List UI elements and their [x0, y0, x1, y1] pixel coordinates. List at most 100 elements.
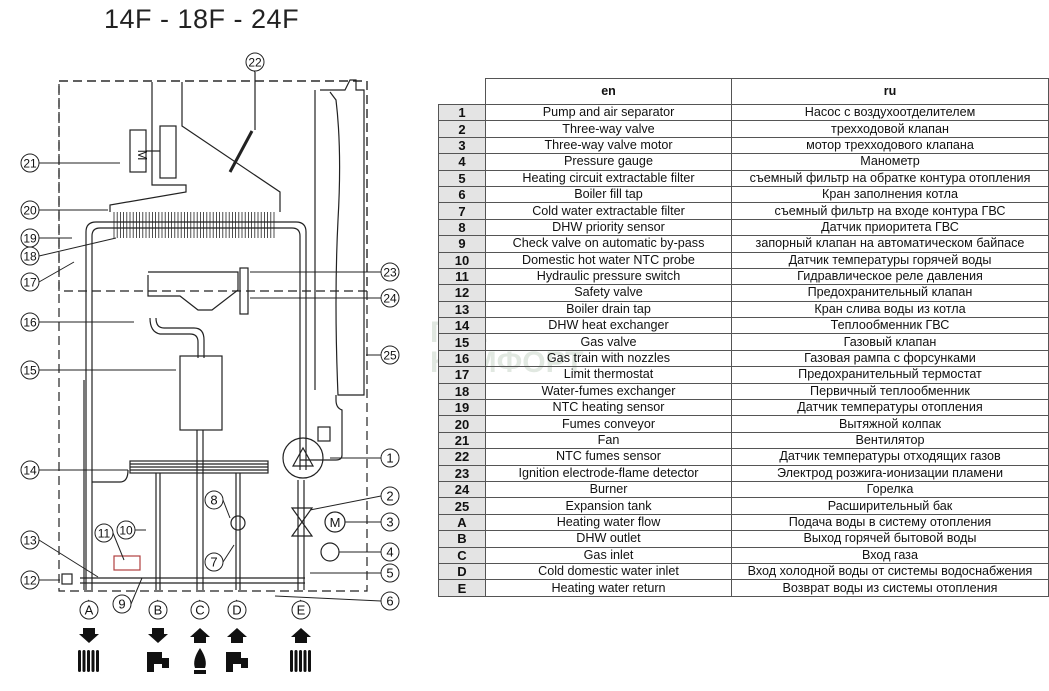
legend-cell-ru: Возврат воды из системы отопления — [731, 579, 1049, 597]
svg-text:4: 4 — [386, 545, 393, 560]
legend-cell-en: Check valve on automatic by-pass — [485, 235, 732, 253]
flow-arrow-icon — [148, 628, 168, 643]
legend-cell-en: Boiler fill tap — [485, 185, 732, 204]
svg-text:E: E — [297, 603, 306, 618]
legend-cell-ru: трехходовой клапан — [731, 120, 1049, 138]
svg-text:D: D — [232, 603, 241, 618]
svg-text:23: 23 — [383, 266, 397, 280]
legend-cell-num: 22 — [438, 448, 486, 466]
svg-text:5: 5 — [386, 566, 393, 581]
callout-20: 20 — [20, 200, 108, 220]
boiler-casing — [58, 80, 368, 292]
three-way-valve — [290, 507, 314, 537]
legend-cell-ru: запорный клапан на автоматическом байпас… — [731, 235, 1049, 253]
legend-cell-en: Heating circuit extractable filter — [485, 169, 732, 187]
legend-cell-num: 15 — [438, 333, 486, 351]
pressure-gauge — [320, 542, 340, 562]
legend-cell-ru: мотор трехходового клапана — [731, 136, 1049, 155]
svg-text:22: 22 — [248, 56, 262, 70]
svg-text:13: 13 — [23, 534, 37, 548]
legend-cell-en: Pressure gauge — [485, 153, 732, 171]
legend-cell-en: DHW heat exchanger — [485, 317, 732, 335]
callout-2: 2 — [309, 486, 400, 511]
callout-4: 4 — [339, 542, 400, 562]
legend-cell-ru: Подача воды в систему отопления — [731, 513, 1049, 532]
legend-cell-num: 3 — [438, 136, 486, 155]
callout-6: 6 — [274, 591, 400, 611]
callout-5: 5 — [310, 563, 400, 583]
legend-cell-en: Pump and air separator — [485, 103, 732, 122]
legend-cell-num: C — [438, 546, 486, 564]
legend-cell-num: 23 — [438, 464, 486, 482]
legend-cell-en: DHW outlet — [485, 530, 732, 548]
callout-25: 25 — [366, 345, 400, 365]
legend-cell-en: Expansion tank — [485, 497, 732, 515]
callout-E: E — [291, 599, 311, 620]
legend-cell-ru: Датчик температуры отопления — [731, 399, 1049, 417]
legend-cell-en: Ignition electrode-flame detector — [485, 464, 732, 482]
flow-arrow-icon — [291, 628, 311, 643]
legend-cell-en: Water-fumes exchanger — [485, 382, 732, 401]
legend-cell-num: 17 — [438, 366, 486, 384]
svg-text:A: A — [85, 603, 94, 618]
svg-text:B: B — [154, 603, 163, 618]
callout-11: 11 — [94, 523, 125, 561]
legend-cell-num: 9 — [438, 235, 486, 253]
svg-text:15: 15 — [23, 364, 37, 378]
svg-text:7: 7 — [210, 555, 217, 570]
legend-cell-en: Boiler drain tap — [485, 300, 732, 319]
fumes-hood — [109, 82, 187, 212]
flow-arrow-icon — [79, 628, 99, 643]
legend-cell-num: 10 — [438, 251, 486, 269]
svg-text:18: 18 — [23, 250, 37, 264]
expansion-tank — [320, 79, 365, 396]
legend-cell-num: 6 — [438, 185, 486, 204]
legend-cell-ru: Расширительный бак — [731, 497, 1049, 515]
legend-cell-num: 8 — [438, 218, 486, 237]
callout-14: 14 — [20, 460, 128, 480]
legend-cell-ru: Выход горячей бытовой воды — [731, 530, 1049, 548]
callout-D: D — [227, 599, 247, 620]
callout-C: C — [190, 599, 210, 620]
legend-cell-num: 1 — [438, 103, 486, 122]
legend-cell-en: DHW priority sensor — [485, 218, 732, 237]
legend-cell-num: 7 — [438, 202, 486, 220]
legend-cell-ru: Датчик температуры отходящих газов — [731, 448, 1049, 466]
legend-cell-num: 16 — [438, 349, 486, 368]
svg-text:19: 19 — [23, 232, 37, 246]
svg-text:17: 17 — [23, 276, 37, 290]
legend-cell-en: Heating water flow — [485, 513, 732, 532]
legend-cell-ru: Датчик температуры горячей воды — [731, 251, 1049, 269]
svg-text:8: 8 — [210, 493, 217, 508]
svg-text:21: 21 — [23, 157, 37, 171]
legend-cell-en: Fumes conveyor — [485, 415, 732, 433]
legend-header-row: en ru — [438, 78, 1049, 105]
svg-text:2: 2 — [386, 489, 393, 504]
callout-19: 19 — [20, 228, 72, 248]
legend-cell-num: 12 — [438, 284, 486, 302]
legend-cell-ru: Первичный теплообменник — [731, 382, 1049, 401]
boiler-casing-outline — [58, 80, 368, 592]
legend-cell-num: 25 — [438, 497, 486, 515]
svg-text:1: 1 — [386, 451, 393, 466]
gas-flame-icon — [194, 648, 206, 674]
legend-cell-num: 18 — [438, 382, 486, 401]
legend-cell-ru: Теплообменник ГВС — [731, 317, 1049, 335]
